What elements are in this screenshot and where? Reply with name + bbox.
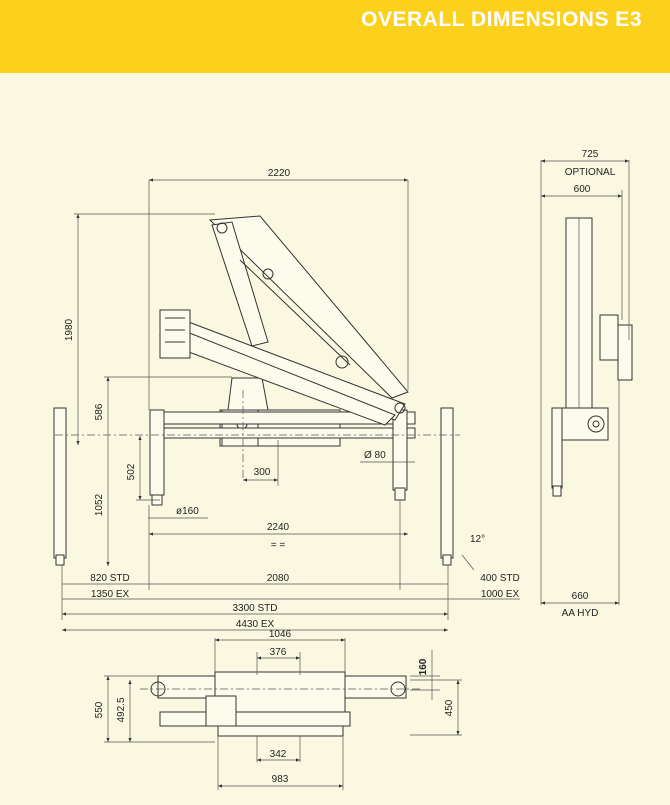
dim-1000-ex: 1000 EX — [481, 589, 520, 600]
crane-column — [227, 377, 269, 411]
dim-450: 450 — [444, 699, 455, 716]
dim-725: 725 — [582, 149, 599, 160]
dim-80: Ø 80 — [364, 450, 386, 461]
lifting-arm — [208, 215, 409, 399]
dim-2240: 2240 — [267, 522, 290, 533]
base-view-dimensions: 1046 376 160 450 550 492.5 342 983 — [94, 629, 462, 790]
dim-550: 550 — [94, 701, 105, 718]
end-view-dimensions: 725 OPTIONAL 600 660 AA HYD — [540, 149, 630, 619]
base-view — [140, 671, 420, 737]
dim-600: 600 — [574, 184, 591, 195]
dim-3300-std: 3300 STD — [232, 603, 277, 614]
dim-400-std: 400 STD — [480, 573, 519, 584]
aa-hyd-label: AA HYD — [562, 608, 599, 619]
right-extended-leg — [440, 407, 454, 559]
dim-660: 660 — [572, 591, 589, 602]
end-view-crane — [551, 217, 633, 497]
dim-492-5: 492.5 — [116, 697, 127, 722]
end-view-optional-unit — [599, 314, 619, 361]
dim-300: 300 — [254, 467, 271, 478]
dim-1046: 1046 — [269, 629, 292, 640]
dim-983: 983 — [272, 774, 289, 785]
optional-label: OPTIONAL — [565, 167, 616, 178]
dim-502: 502 — [126, 463, 137, 480]
dim-160: ø160 — [176, 506, 199, 517]
dim-376: 376 — [270, 647, 287, 658]
page-title: OVERALL DIMENSIONS E3 — [361, 8, 642, 31]
dim-1052: 1052 — [94, 493, 105, 516]
dim-1980: 1980 — [64, 318, 75, 341]
side-view-dimensions: 2220 1980 586 1052 502 300 Ø 80 ø160 224… — [61, 168, 520, 632]
right-inner-leg — [392, 409, 408, 491]
dim-586: 586 — [94, 403, 105, 420]
boom-head — [159, 309, 191, 359]
left-extended-leg — [53, 407, 67, 559]
dim-2220: 2220 — [268, 168, 291, 179]
dim-4430-ex: 4430 EX — [236, 619, 275, 630]
side-view-crane — [53, 215, 460, 566]
angle-12: 12° — [470, 534, 485, 545]
left-inner-leg — [149, 409, 165, 496]
dim-820-std: 820 STD — [90, 573, 129, 584]
dim-2080: 2080 — [267, 573, 290, 584]
dim-160-base: 160 — [418, 658, 429, 675]
dim-342: 342 — [270, 749, 287, 760]
dim-1350-ex: 1350 EX — [91, 589, 130, 600]
header-bar: OVERALL DIMENSIONS E3 — [0, 0, 670, 73]
svg-text:= =: = = — [271, 540, 286, 551]
